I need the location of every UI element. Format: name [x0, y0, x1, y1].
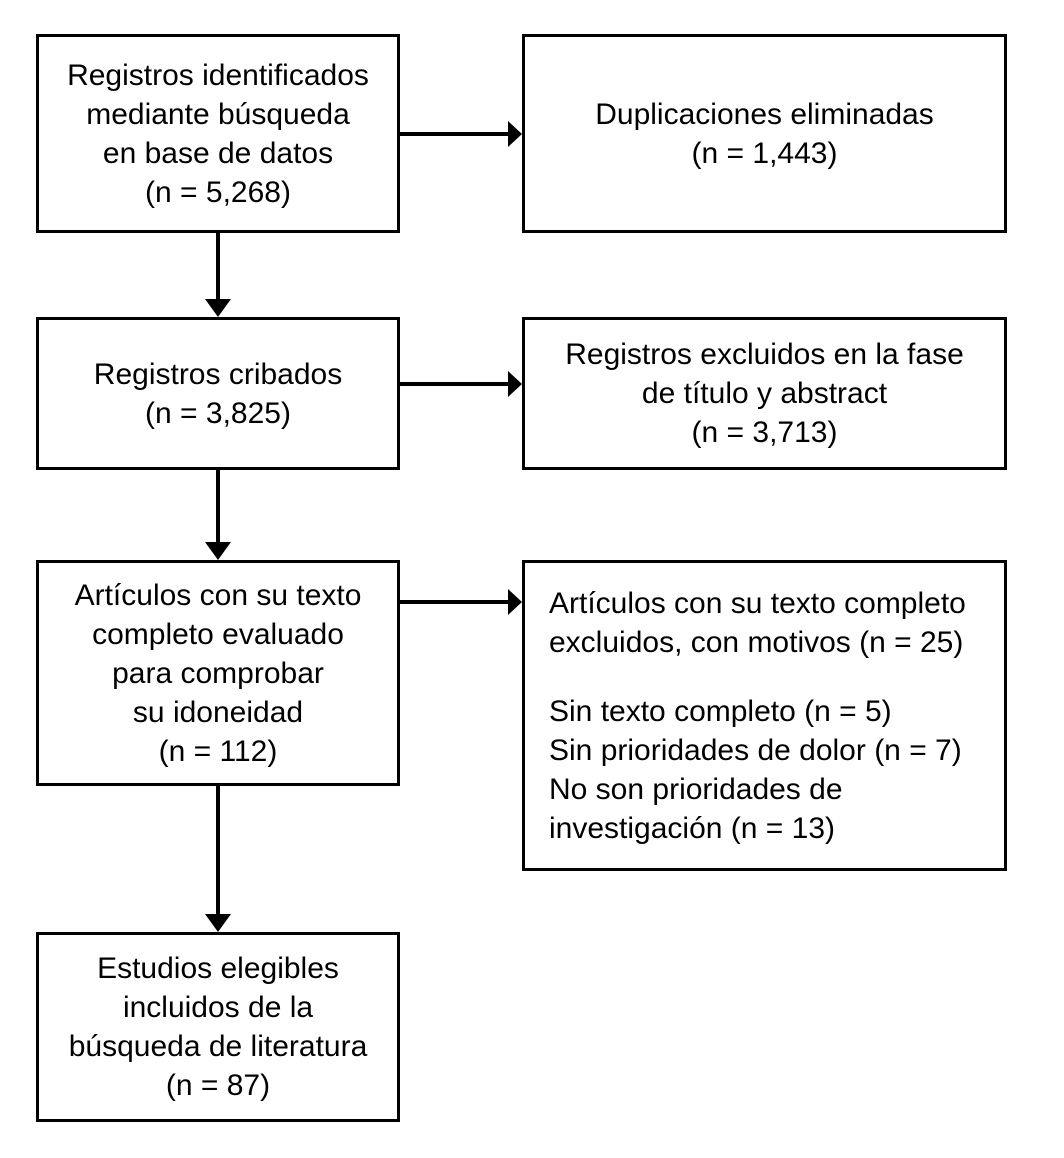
node-records-excluded-title-abstract: Registros excluidos en la fase de título…	[522, 317, 1007, 470]
node-line: completo evaluado	[92, 617, 344, 651]
node-line: Registros excluidos en la fase	[565, 338, 964, 371]
node-line: en base de datos	[102, 136, 334, 170]
node-line: Duplicaciones eliminadas	[595, 97, 934, 131]
connector-screened-to-fulltext	[205, 470, 231, 560]
connector-fulltext-to-included	[205, 786, 231, 932]
node-line: Artículos con su texto completo	[549, 586, 966, 620]
node-line: excluidos, con motivos (n = 25)	[549, 625, 964, 659]
node-fulltext-excluded-with-reasons: Artículos con su texto completo excluido…	[522, 560, 1007, 871]
connector-fulltext-to-excluded	[400, 589, 522, 615]
node-studies-included: Estudios elegibles incluidos de la búsqu…	[36, 932, 400, 1122]
node-line: Registros cribados	[93, 357, 343, 391]
exclusion-reason-line: No son prioridades de	[549, 772, 843, 806]
connector-identified-to-duplicates	[400, 121, 522, 147]
node-line: Estudios elegibles	[97, 952, 339, 985]
exclusion-reason-line: Sin texto completo (n = 5)	[549, 694, 892, 728]
node-records-identified: Registros identificados mediante búsqued…	[36, 34, 400, 233]
node-line: mediante búsqueda	[86, 97, 350, 131]
node-line: búsqueda de literatura	[68, 1030, 368, 1063]
node-line: Artículos con su texto	[74, 578, 362, 612]
node-count: (n = 1,443)	[691, 136, 838, 170]
node-count: (n = 3,825)	[145, 396, 291, 430]
node-count: (n = 112)	[158, 734, 278, 768]
node-count: (n = 87)	[165, 1069, 271, 1102]
node-line: incluidos de la	[122, 991, 314, 1024]
node-line: su idoneidad	[132, 695, 304, 729]
node-fulltext-assessed: Artículos con su texto completo evaluado…	[36, 560, 400, 786]
node-records-screened: Registros cribados (n = 3,825)	[36, 317, 400, 470]
node-line: para comprobar	[112, 656, 324, 690]
node-line: de título y abstract	[641, 377, 888, 410]
exclusion-reason-line: Sin prioridades de dolor (n = 7)	[549, 733, 962, 767]
connector-identified-to-screened	[205, 233, 231, 317]
connector-screened-to-excluded	[400, 371, 522, 397]
node-duplicates-removed: Duplicaciones eliminadas (n = 1,443)	[522, 34, 1007, 233]
node-line: Registros identificados	[67, 58, 369, 92]
node-count: (n = 3,713)	[691, 416, 838, 449]
node-count: (n = 5,268)	[145, 175, 291, 209]
exclusion-reason-line: investigación (n = 13)	[549, 811, 835, 845]
